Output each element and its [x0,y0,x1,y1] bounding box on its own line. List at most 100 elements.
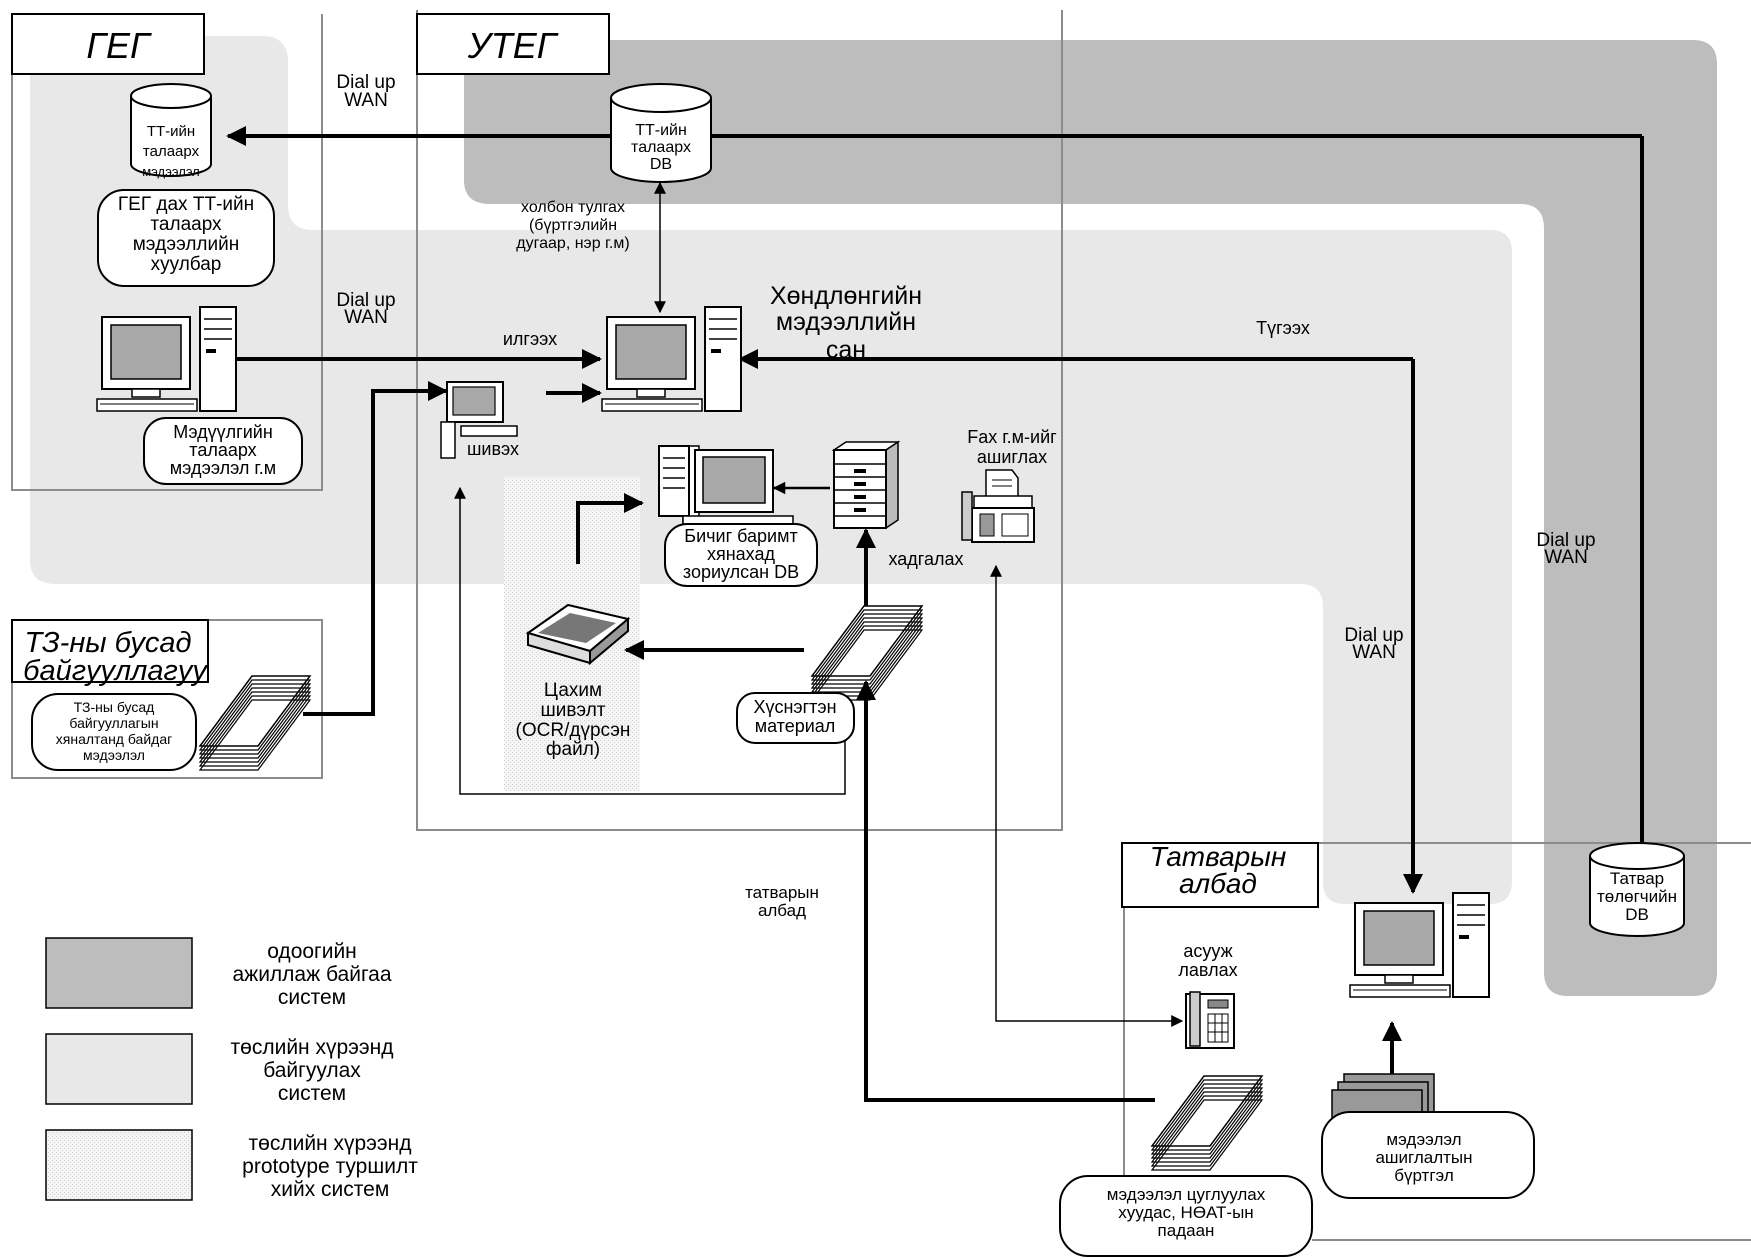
legend-project-line-3: систем [278,1082,346,1105]
dialup-label-3-line-1: Dial up [1536,530,1595,551]
legend-prototype-line-2: prototype туршилт [242,1155,418,1178]
scan-ocr-line-1: Цахим [544,680,602,701]
geg-compilation-box [97,189,275,287]
tz-controlled-line-3: хяналтанд байдаг [56,731,172,747]
send-label: илгээх [503,329,557,349]
inquiry-line-2: лавлах [1178,960,1237,980]
doc-db-line-1: Бичиг баримт [684,526,797,546]
tax-title-line-2: албад [1179,868,1257,899]
data-entry-terminal-icon [440,381,518,459]
scanner-to-doc-db-arrow [576,493,644,564]
intel-info-box [143,417,303,485]
link-key-line-1: холбон тулгах [521,199,625,216]
geg-db-line-2: талаарх [143,143,200,160]
collection-form-line-1: мэдээлэл цуглуулах [1107,1185,1266,1204]
dialup-label-1-line-1: Dial up [336,72,395,93]
usage-register-line-3: бүртгэл [1394,1166,1454,1185]
store-label: хадгалах [888,549,963,569]
geg-info-db: ТТ-ийн талаарх мэдээлэл [130,83,212,179]
tz-controlled-line-4: мэдээлэл [83,747,145,763]
dialup-label-4-line-2: WAN [1352,642,1396,663]
dialup-label-1-line-2: WAN [344,90,388,111]
central-db-title-line-2: мэдээллийн [776,308,916,336]
source-material-line-2: материал [755,716,836,736]
geg-compilation-line-1: ГЕГ дах ТТ-ийн [118,194,254,215]
uteg-zone-border [416,10,1063,831]
legend-prototype-line-1: төслийн хүрээнд [249,1132,412,1155]
scan-input-label: шивэх [467,439,519,459]
telephone-icon [1185,991,1235,1049]
dialup-label-3-line-2: WAN [1544,547,1588,568]
tax-office-to-material-arrow [856,680,1155,1102]
uteg-title-box [416,13,610,75]
collection-form-box [1059,1175,1313,1257]
legend-project-line-1: төслийн хүрээнд [231,1036,394,1059]
fax-machine-icon [961,469,1035,543]
uteg-db-line-3: DB [650,156,672,173]
legend-project-line-2: байгуулах [263,1059,361,1082]
legend-current-swatch [45,937,193,1009]
doc-db-line-3: зориулсан DB [683,562,799,582]
source-material-box [736,692,855,744]
collection-form-line-2: хуудас, НӨАТ-ын [1118,1203,1253,1222]
uteg-title: УТЕГ [467,25,559,66]
uteg-db-line-1: ТТ-ийн [635,122,687,139]
geg-db-line-1: ТТ-ийн [147,123,195,140]
dialup-label-4-line-1: Dial up [1344,625,1403,646]
scan-ocr-line-2: шивэлт [540,700,605,721]
dialup-label-2-line-2: WAN [344,307,388,328]
scan-ocr-line-4: файл) [546,739,600,760]
tax-office-computer-icon [1349,892,1490,998]
central-db-title-line-1: Хөндлөнгийн [770,282,922,310]
collection-form-line-3: падаан [1158,1221,1215,1240]
usage-register-box [1321,1111,1535,1199]
usage-register-line-2: ашиглалтын [1375,1148,1472,1167]
legend-current-line-1: одоогийн [267,940,357,963]
dialup-label-2-line-1: Dial up [336,290,395,311]
geg-compilation-line-4: хуулбар [151,254,222,275]
fax-use-line-2: ашиглах [977,447,1047,467]
legend-current-line-2: ажиллаж байгаа [232,963,391,986]
scanner-icon [525,603,631,666]
geg-compilation-line-2: талаарх [150,214,222,235]
inquiry-line-1: асууж [1183,941,1232,961]
intel-info-line-3: мэдээлэл г.м [170,458,276,478]
tz-title-box [11,619,209,683]
doc-db-box [664,523,818,587]
tax-db-line-1: Татвар [1610,869,1664,888]
tax-offices-line-2: албад [758,901,806,920]
tz-controlled-info-box [31,693,197,771]
file-cabinet-icon [831,440,901,530]
geg-title: ГЕГ [86,25,152,66]
material-to-input-arrow [454,486,846,795]
tz-controlled-line-2: байгууллагын [69,715,158,731]
source-material-line-1: Хүснэгтэн [753,697,836,717]
collect-label: Түгээх [1256,318,1310,338]
geg-db-line-3: мэдээлэл [142,164,200,179]
doc-db-line-2: хянахад [707,544,776,564]
tz-documents-icon [199,675,311,771]
central-db-title-line-3: сан [826,336,866,364]
intel-info-line-2: талаарх [189,440,256,460]
link-key-line-3: дугаар, нэр г.м) [516,235,629,252]
link-key-line-2: (бүртгэлийн [529,217,617,234]
geg-compilation-line-3: мэдээллийн [133,234,240,255]
geg-title-box [11,13,205,75]
collection-forms-icon [1151,1075,1263,1171]
legend-prototype-line-3: хийх систем [271,1178,390,1201]
doc-db-computer-icon [658,445,794,529]
tax-payer-db: Татвар төлөгчийн DB [1589,842,1685,937]
fax-use-line-1: Fax г.м-ийг [967,427,1057,447]
tz-controlled-line-1: ТЗ-ны бусад [74,699,155,715]
usage-register-line-1: мэдээлэл [1386,1130,1461,1149]
tax-db-line-2: төлөгчийн [1597,887,1677,906]
legend-project-swatch [45,1033,193,1105]
uteg-info-db: ТТ-ийн талаарх DB [610,83,712,183]
intel-info-line-1: Мэдүүлгийн [173,422,273,442]
legend-prototype-swatch [45,1129,193,1201]
tax-db-line-3: DB [1625,905,1649,924]
legend-current-line-3: систем [278,986,346,1009]
tz-title-line-1: ТЗ-ны бусад [24,627,191,659]
tz-title-line-2: байгууллагуу [23,655,208,687]
